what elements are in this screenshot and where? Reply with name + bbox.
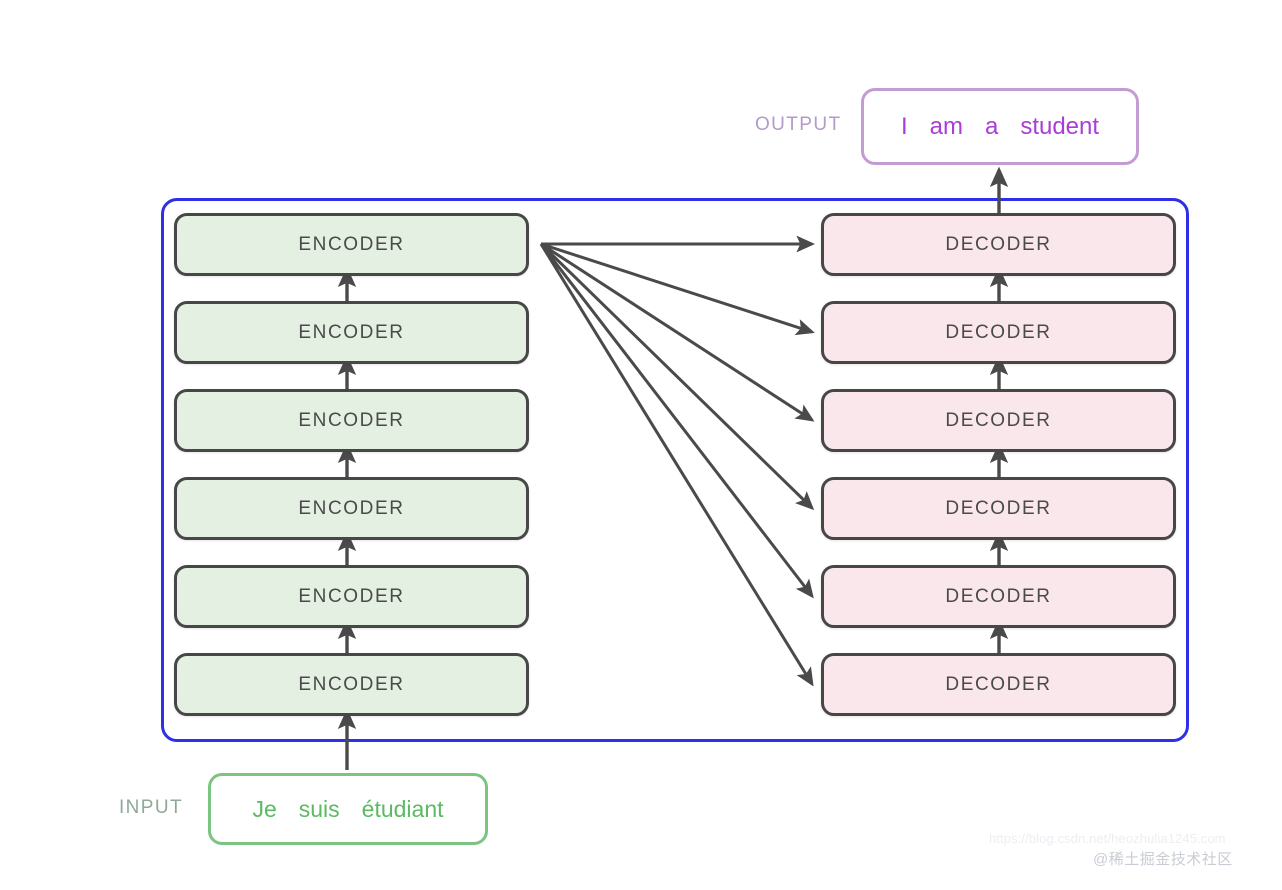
input-token: étudiant	[361, 795, 444, 822]
encoder-block-3[interactable]: ENCODER	[174, 389, 529, 452]
decoder-block-1[interactable]: DECODER	[821, 213, 1176, 276]
fan-arrow-3	[540, 242, 815, 422]
encoder-block-4[interactable]: ENCODER	[174, 477, 529, 540]
decoder-block-label: DECODER	[945, 497, 1052, 519]
input-token: Je	[252, 795, 277, 822]
decoder-block-label: DECODER	[945, 233, 1052, 255]
encoder-block-label: ENCODER	[298, 585, 405, 607]
encoder-block-label: ENCODER	[298, 233, 405, 255]
encoder-block-2[interactable]: ENCODER	[174, 301, 529, 364]
encoder-block-label: ENCODER	[298, 321, 405, 343]
input-label: INPUT	[119, 797, 183, 818]
output-token: am	[929, 112, 963, 140]
brand-watermark: @稀土掘金技术社区	[1093, 851, 1233, 868]
decoder-block-label: DECODER	[945, 321, 1052, 343]
decoder-block-4[interactable]: DECODER	[821, 477, 1176, 540]
encoder-decoder-fan	[539, 235, 816, 687]
decoder-block-2[interactable]: DECODER	[821, 301, 1176, 364]
output-token: a	[984, 112, 999, 140]
input-sentence-box[interactable]: Je suis étudiant	[208, 773, 488, 845]
fan-arrow-4	[539, 242, 815, 511]
decoder-block-3[interactable]: DECODER	[821, 389, 1176, 452]
input-token-list: Je suis étudiant	[241, 796, 454, 823]
output-token: I	[900, 112, 908, 140]
decoder-block-5[interactable]: DECODER	[821, 565, 1176, 628]
encoder-block-label: ENCODER	[298, 497, 405, 519]
url-watermark: https://blog.csdn.net/heozhulia1245.com	[989, 831, 1226, 846]
encoder-block-label: ENCODER	[298, 409, 405, 431]
fan-arrow-2	[540, 242, 815, 336]
output-sentence-box[interactable]: I am a student	[861, 88, 1139, 165]
encoder-block-1[interactable]: ENCODER	[174, 213, 529, 276]
decoder-block-label: DECODER	[945, 673, 1052, 695]
output-token: student	[1020, 112, 1100, 140]
transformer-frame	[161, 198, 1189, 742]
fan-arrow-6	[539, 243, 814, 687]
fan-arrow-5	[539, 243, 814, 599]
encoder-block-6[interactable]: ENCODER	[174, 653, 529, 716]
decoder-block-6[interactable]: DECODER	[821, 653, 1176, 716]
encoder-block-5[interactable]: ENCODER	[174, 565, 529, 628]
decoder-block-label: DECODER	[945, 409, 1052, 431]
output-label: OUTPUT	[755, 114, 842, 135]
output-token-list: I am a student	[890, 113, 1110, 141]
decoder-block-label: DECODER	[945, 585, 1052, 607]
input-token: suis	[298, 795, 340, 822]
encoder-block-label: ENCODER	[298, 673, 405, 695]
